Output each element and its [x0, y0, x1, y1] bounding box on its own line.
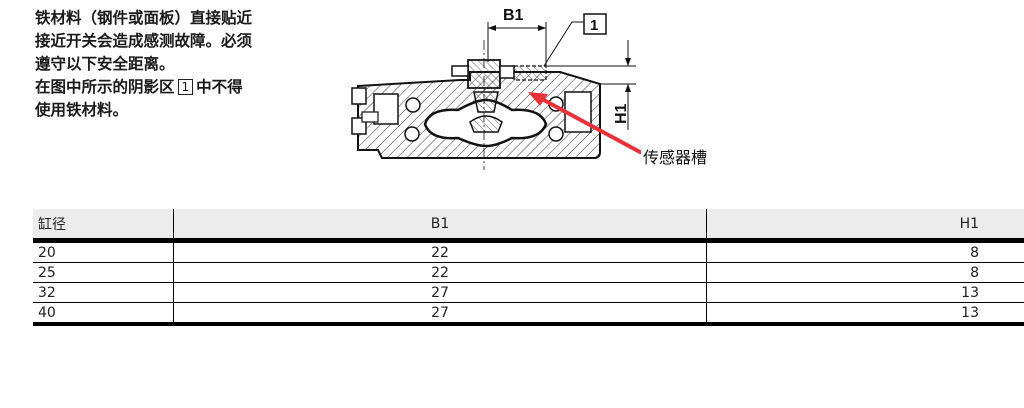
column-header-h1: H1 — [706, 209, 1024, 243]
intro-text-segment: 中不得 — [196, 77, 243, 96]
table-cell: 40 — [33, 302, 174, 326]
dimension-h1: H1 — [546, 40, 636, 130]
table-header-row: 缸径 B1 H1 — [33, 209, 1024, 243]
table-cell: 22 — [173, 262, 707, 283]
table-row: 25 22 8 — [33, 262, 1024, 283]
dimension-b1-label: B1 — [503, 7, 524, 24]
table-cell: 20 — [33, 240, 174, 263]
table-cell: 13 — [706, 302, 1024, 326]
table-cell: 32 — [33, 282, 174, 303]
cylinder-profile — [351, 40, 601, 170]
intro-text: 铁材料（钢件或面板）直接贴近 接近开关会造成感测故障。必须 遵守以下安全距离。 … — [35, 6, 320, 121]
table-cell: 22 — [173, 240, 707, 263]
intro-line: 铁材料（钢件或面板）直接贴近 — [35, 8, 253, 27]
red-arrow-icon — [528, 92, 642, 154]
table-row: 20 22 8 — [33, 240, 1024, 263]
intro-line: 使用铁材料。 — [35, 100, 129, 119]
table-cell: 8 — [706, 240, 1024, 263]
table-cell: 13 — [706, 282, 1024, 303]
table-row: 32 27 13 — [33, 282, 1024, 303]
cylinder-section-figure: B1 1 H1 — [351, 7, 642, 170]
callout-1: 1 — [543, 13, 607, 67]
intro-line: 接近开关会造成感测故障。必须 — [35, 31, 253, 50]
column-header-b1: B1 — [173, 209, 707, 243]
intro-text-segment: 在图中所示的阴影区 — [35, 77, 175, 96]
table-cell: 27 — [173, 282, 707, 303]
table-row: 40 27 13 — [33, 302, 1024, 326]
table-cell: 25 — [33, 262, 174, 283]
sensor-slot-label: 传感器槽 — [641, 144, 710, 168]
zone-marker-box: 1 — [177, 79, 194, 95]
dimension-h1-label: H1 — [613, 103, 630, 124]
table-cell: 27 — [173, 302, 707, 326]
table-cell: 8 — [706, 262, 1024, 283]
column-header-bore: 缸径 — [33, 209, 174, 243]
dimension-table: 缸径 B1 H1 20 22 8 25 22 8 32 27 13 40 27 … — [33, 209, 1024, 326]
dimension-b1: B1 — [487, 7, 547, 66]
intro-line: 遵守以下安全距离。 — [35, 54, 175, 73]
callout-1-label: 1 — [590, 17, 598, 34]
